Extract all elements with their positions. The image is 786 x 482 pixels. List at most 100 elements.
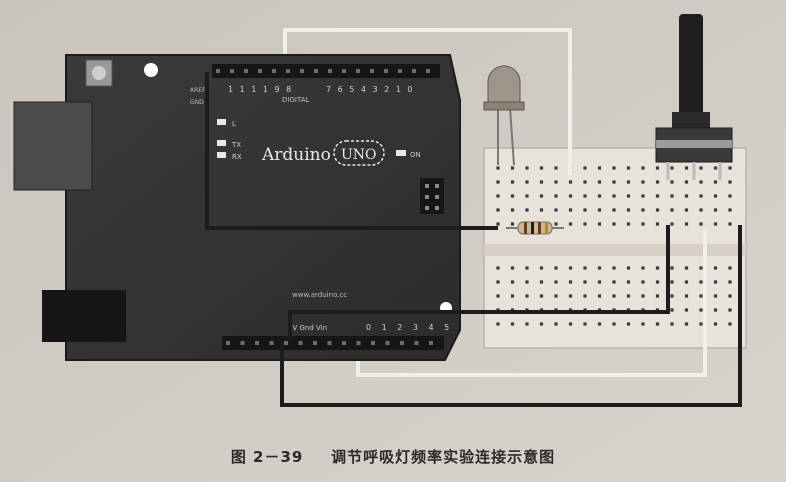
- breadboard-hole: [510, 166, 515, 170]
- breadboard-hole: [612, 208, 616, 212]
- header-pin: [426, 69, 430, 73]
- breadboard-hole: [568, 208, 573, 212]
- breadboard-hole: [510, 294, 515, 298]
- analog-header: [222, 336, 444, 350]
- header-pin: [371, 341, 375, 345]
- breadboard-hole: [670, 266, 674, 270]
- breadboard-hole: [684, 166, 689, 170]
- breadboard-hole: [699, 266, 703, 270]
- breadboard-hole: [554, 194, 558, 198]
- breadboard-hole: [728, 166, 732, 170]
- led-tx-label: TX: [231, 141, 241, 149]
- breadboard-hole: [684, 180, 689, 184]
- board-model: UNO: [341, 147, 377, 163]
- breadboard-hole: [626, 208, 631, 212]
- digital-header: [212, 64, 440, 78]
- breadboard-hole: [525, 208, 529, 212]
- led-on: [396, 150, 406, 156]
- breadboard-hole: [554, 208, 558, 212]
- icsp-pin: [435, 195, 439, 199]
- breadboard-hole: [525, 194, 529, 198]
- breadboard-hole: [641, 266, 645, 270]
- breadboard-hole: [713, 222, 718, 226]
- board-url: www.arduino.cc: [292, 291, 347, 299]
- breadboard-hole: [699, 294, 703, 298]
- icsp-pin: [425, 195, 429, 199]
- breadboard-hole: [626, 166, 631, 170]
- header-pin: [342, 341, 346, 345]
- digital-pin-numbers: 7 6 5 4 3 2 1 0: [326, 85, 415, 94]
- breadboard-hole: [568, 322, 573, 326]
- figure-caption: 图 2－39 调节呼吸灯频率实验连接示意图: [0, 446, 786, 467]
- header-pin: [412, 69, 416, 73]
- breadboard-hole: [655, 180, 660, 184]
- breadboard-hole: [597, 194, 602, 198]
- potentiometer: [655, 14, 733, 180]
- header-pin: [230, 69, 234, 73]
- breadboard-hole: [670, 180, 674, 184]
- breadboard-hole: [699, 322, 703, 326]
- breadboard-hole: [525, 180, 529, 184]
- breadboard-hole: [713, 322, 718, 326]
- breadboard-hole: [597, 266, 602, 270]
- breadboard-hole: [641, 180, 645, 184]
- breadboard-hole: [670, 294, 674, 298]
- breadboard-hole: [713, 180, 718, 184]
- usb-port: [13, 101, 93, 191]
- breadboard-hole: [597, 222, 602, 226]
- breadboard-hole: [525, 294, 529, 298]
- header-pin: [269, 341, 274, 345]
- breadboard-hole: [728, 180, 732, 184]
- breadboard-hole: [626, 266, 631, 270]
- breadboard-hole: [728, 280, 732, 284]
- digital-label: DIGITAL: [282, 96, 309, 104]
- figure-number: 图 2－39: [230, 448, 304, 466]
- header-pin: [370, 69, 374, 73]
- breadboard-hole: [583, 180, 587, 184]
- breadboard-hole: [554, 266, 558, 270]
- power-pin-labels: 5V Gnd Vin: [288, 324, 327, 332]
- header-pin: [244, 69, 248, 73]
- digital-pin-numbers-high: 1 1 1 1 9 8: [228, 85, 293, 94]
- breadboard: [483, 147, 747, 349]
- breadboard-hole: [641, 222, 645, 226]
- breadboard-hole: [539, 194, 544, 198]
- breadboard-hole: [699, 208, 703, 212]
- breadboard-hole: [612, 322, 616, 326]
- header-pin: [313, 341, 317, 345]
- power-jack: [42, 290, 126, 342]
- resistor: [506, 221, 564, 235]
- led-l-label: L: [232, 120, 236, 128]
- breadboard-hole: [728, 294, 732, 298]
- breadboard-hole: [554, 180, 558, 184]
- icsp-pin: [425, 184, 429, 188]
- breadboard-hole: [684, 266, 689, 270]
- breadboard-hole: [684, 280, 689, 284]
- header-pin: [400, 341, 404, 345]
- black-wire-gnd: [205, 72, 498, 230]
- breadboard-hole: [612, 166, 616, 170]
- breadboard-hole: [626, 294, 631, 298]
- header-pin: [298, 341, 303, 345]
- header-pin: [356, 69, 360, 73]
- breadboard-hole: [641, 166, 645, 170]
- pot-shaft: [679, 14, 703, 118]
- breadboard-hole: [583, 294, 587, 298]
- breadboard-hole: [568, 294, 573, 298]
- breadboard-hole: [496, 180, 500, 184]
- breadboard-hole: [525, 166, 529, 170]
- breadboard-hole: [525, 280, 529, 284]
- breadboard-hole: [670, 194, 674, 198]
- breadboard-hole: [554, 294, 558, 298]
- breadboard-hole: [539, 166, 544, 170]
- breadboard-hole: [684, 194, 689, 198]
- header-pin: [258, 69, 262, 73]
- breadboard-hole: [699, 194, 703, 198]
- breadboard-hole: [713, 208, 718, 212]
- breadboard-hole: [713, 166, 718, 170]
- header-pin: [429, 341, 433, 345]
- breadboard-hole: [583, 280, 587, 284]
- breadboard-hole: [713, 294, 718, 298]
- breadboard-hole: [568, 280, 573, 284]
- breadboard-hole: [554, 166, 558, 170]
